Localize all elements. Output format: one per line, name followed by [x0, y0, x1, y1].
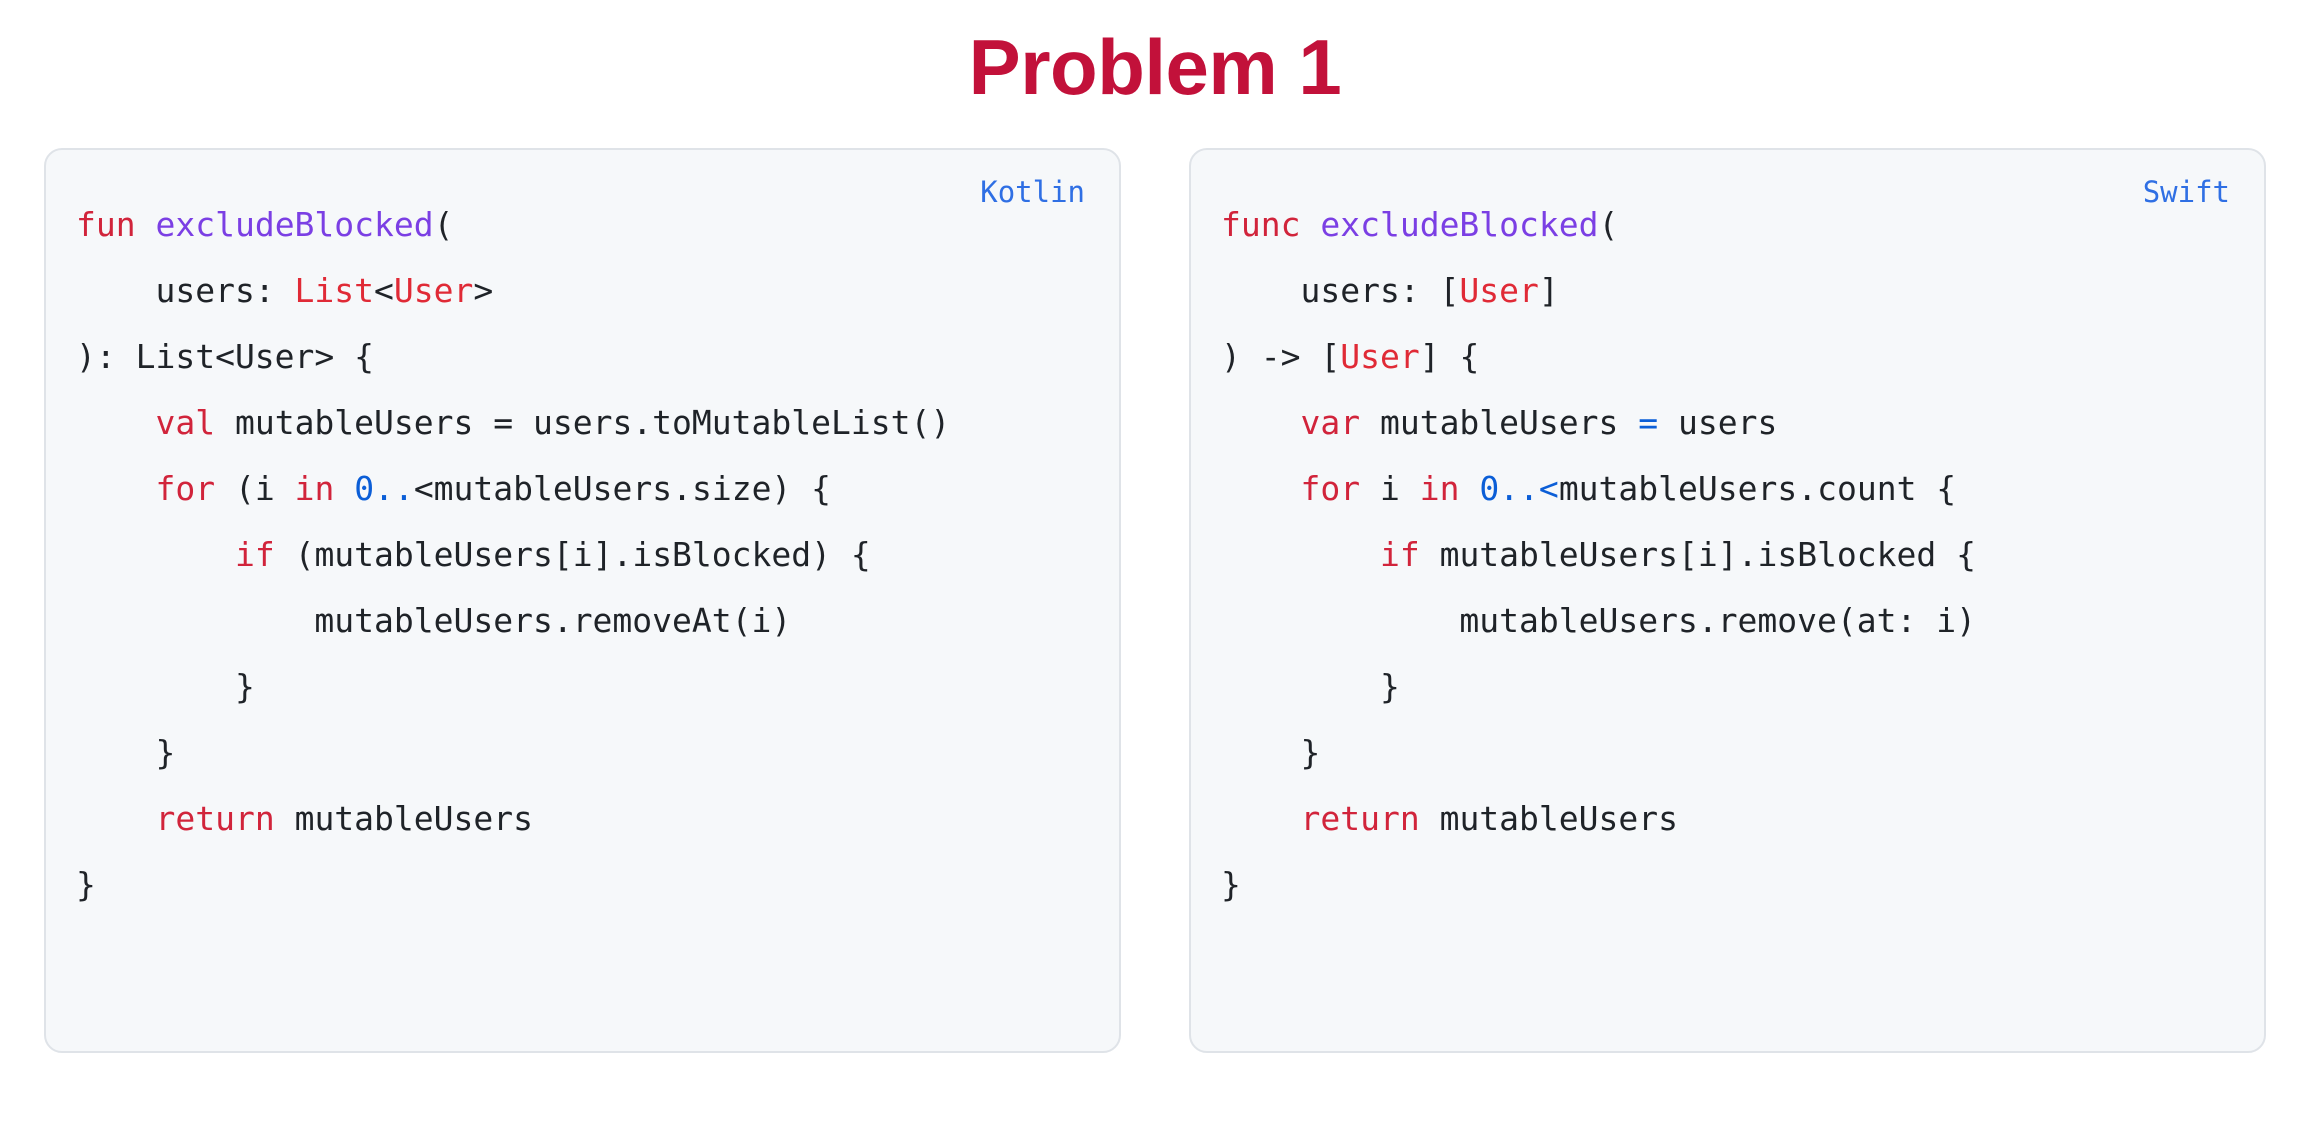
code-token: } [1221, 733, 1321, 772]
code-token: (i [215, 469, 295, 508]
code-line: if mutableUsers[i].isBlocked { [1221, 522, 2234, 588]
code-line: func excludeBlocked( [1221, 192, 2234, 258]
code-token: for [1300, 469, 1361, 508]
code-token: mutableUsers.count { [1558, 469, 1957, 508]
code-token: mutableUsers [1419, 799, 1678, 838]
code-token: 0..< [1479, 469, 1559, 508]
code-token: return [1300, 799, 1420, 838]
code-token: func [1221, 205, 1301, 244]
code-token: excludeBlocked [1320, 205, 1599, 244]
code-line: if (mutableUsers[i].isBlocked) { [76, 522, 1089, 588]
code-line: } [1221, 720, 2234, 786]
code-line: for i in 0..<mutableUsers.count { [1221, 456, 2234, 522]
code-token: in [1419, 469, 1460, 508]
code-token: if [234, 535, 275, 574]
code-token: in [294, 469, 335, 508]
code-token: } [76, 667, 255, 706]
code-token: fun [76, 205, 136, 244]
code-token [1300, 205, 1320, 244]
code-token: val [155, 403, 216, 442]
code-token: <mutableUsers.size) { [413, 469, 832, 508]
code-token: User [1340, 337, 1420, 376]
code-token: ( [1598, 205, 1619, 244]
code-token: ) -> [ [1221, 337, 1341, 376]
code-line: return mutableUsers [1221, 786, 2234, 852]
code-token: return [155, 799, 275, 838]
code-token: List [294, 271, 375, 310]
code-token [1221, 469, 1300, 508]
code-token [76, 469, 155, 508]
code-card-kotlin: Kotlin fun excludeBlocked( users: List<U… [44, 148, 1121, 1053]
code-token: mutableUsers[i].isBlocked { [1419, 535, 1976, 574]
code-token [1221, 535, 1380, 574]
code-line: ) -> [User] { [1221, 324, 2234, 390]
code-token: ] { [1419, 337, 1480, 376]
code-token [136, 205, 156, 244]
code-token: = [1638, 403, 1659, 442]
code-token [1459, 469, 1479, 508]
code-token: mutableUsers = users.toMutableList() [215, 403, 951, 442]
code-token [76, 535, 235, 574]
code-line: val mutableUsers = users.toMutableList() [76, 390, 1089, 456]
code-token: var [1300, 403, 1361, 442]
code-token: mutableUsers.remove(at: i) [1221, 601, 1976, 640]
code-card-swift: Swift func excludeBlocked( users: [User]… [1189, 148, 2266, 1053]
code-token: if [1379, 535, 1420, 574]
code-line: users: List<User> [76, 258, 1089, 324]
code-token: < [374, 271, 394, 310]
code-token: } [76, 733, 176, 772]
language-label-swift: Swift [2142, 175, 2230, 209]
code-token [334, 469, 354, 508]
code-line: var mutableUsers = users [1221, 390, 2234, 456]
code-token: } [1221, 667, 1400, 706]
code-line: } [1221, 852, 2234, 918]
code-token: users [1658, 403, 1778, 442]
code-token: ( [433, 205, 454, 244]
code-token: (mutableUsers[i].isBlocked) { [274, 535, 871, 574]
code-token [76, 799, 155, 838]
code-token: mutableUsers [274, 799, 533, 838]
code-token: i [1360, 469, 1420, 508]
code-token: mutableUsers [1360, 403, 1639, 442]
code-line: } [76, 720, 1089, 786]
code-token: excludeBlocked [155, 205, 434, 244]
code-token [1221, 799, 1300, 838]
code-token: > [473, 271, 494, 310]
code-line: } [76, 852, 1089, 918]
code-block-kotlin[interactable]: fun excludeBlocked( users: List<User> ): … [76, 192, 1089, 918]
code-token [1221, 403, 1300, 442]
code-line: } [1221, 654, 2234, 720]
code-token: } [76, 865, 96, 904]
code-line: return mutableUsers [76, 786, 1089, 852]
code-token [76, 403, 155, 442]
code-line: mutableUsers.removeAt(i) [76, 588, 1089, 654]
code-line: } [76, 654, 1089, 720]
code-line: users: [User] [1221, 258, 2234, 324]
code-token: User [1459, 271, 1539, 310]
page-title: Problem 1 [968, 23, 1342, 111]
code-line: fun excludeBlocked( [76, 192, 1089, 258]
code-token: users: [76, 271, 295, 310]
code-token: } [1221, 865, 1241, 904]
code-block-swift[interactable]: func excludeBlocked( users: [User]) -> [… [1221, 192, 2234, 918]
code-line: for (i in 0..<mutableUsers.size) { [76, 456, 1089, 522]
code-line: mutableUsers.remove(at: i) [1221, 588, 2234, 654]
language-label-kotlin: Kotlin [980, 175, 1085, 209]
code-token: ] [1538, 271, 1559, 310]
code-token: User [393, 271, 474, 310]
code-token: ): List<User> { [76, 337, 375, 376]
code-token: mutableUsers.removeAt(i) [76, 601, 792, 640]
code-line: ): List<User> { [76, 324, 1089, 390]
code-token: for [155, 469, 216, 508]
code-token: 0.. [354, 469, 414, 508]
code-cards-row: Kotlin fun excludeBlocked( users: List<U… [0, 148, 2310, 1053]
code-token: users: [ [1221, 271, 1460, 310]
